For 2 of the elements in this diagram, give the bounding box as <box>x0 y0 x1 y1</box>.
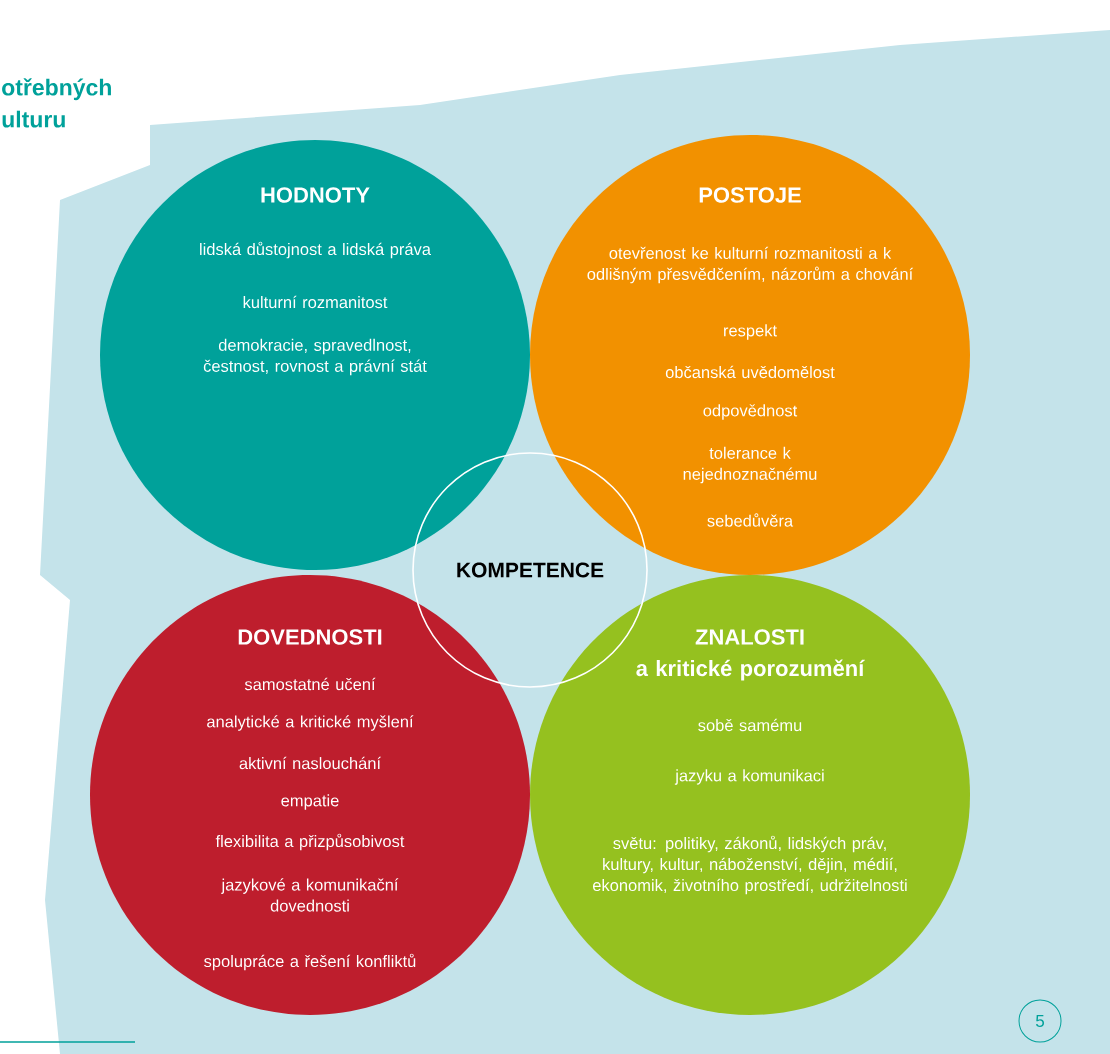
page-number: 5 <box>1018 999 1062 1043</box>
title: otřebných ulturu <box>2 78 111 128</box>
